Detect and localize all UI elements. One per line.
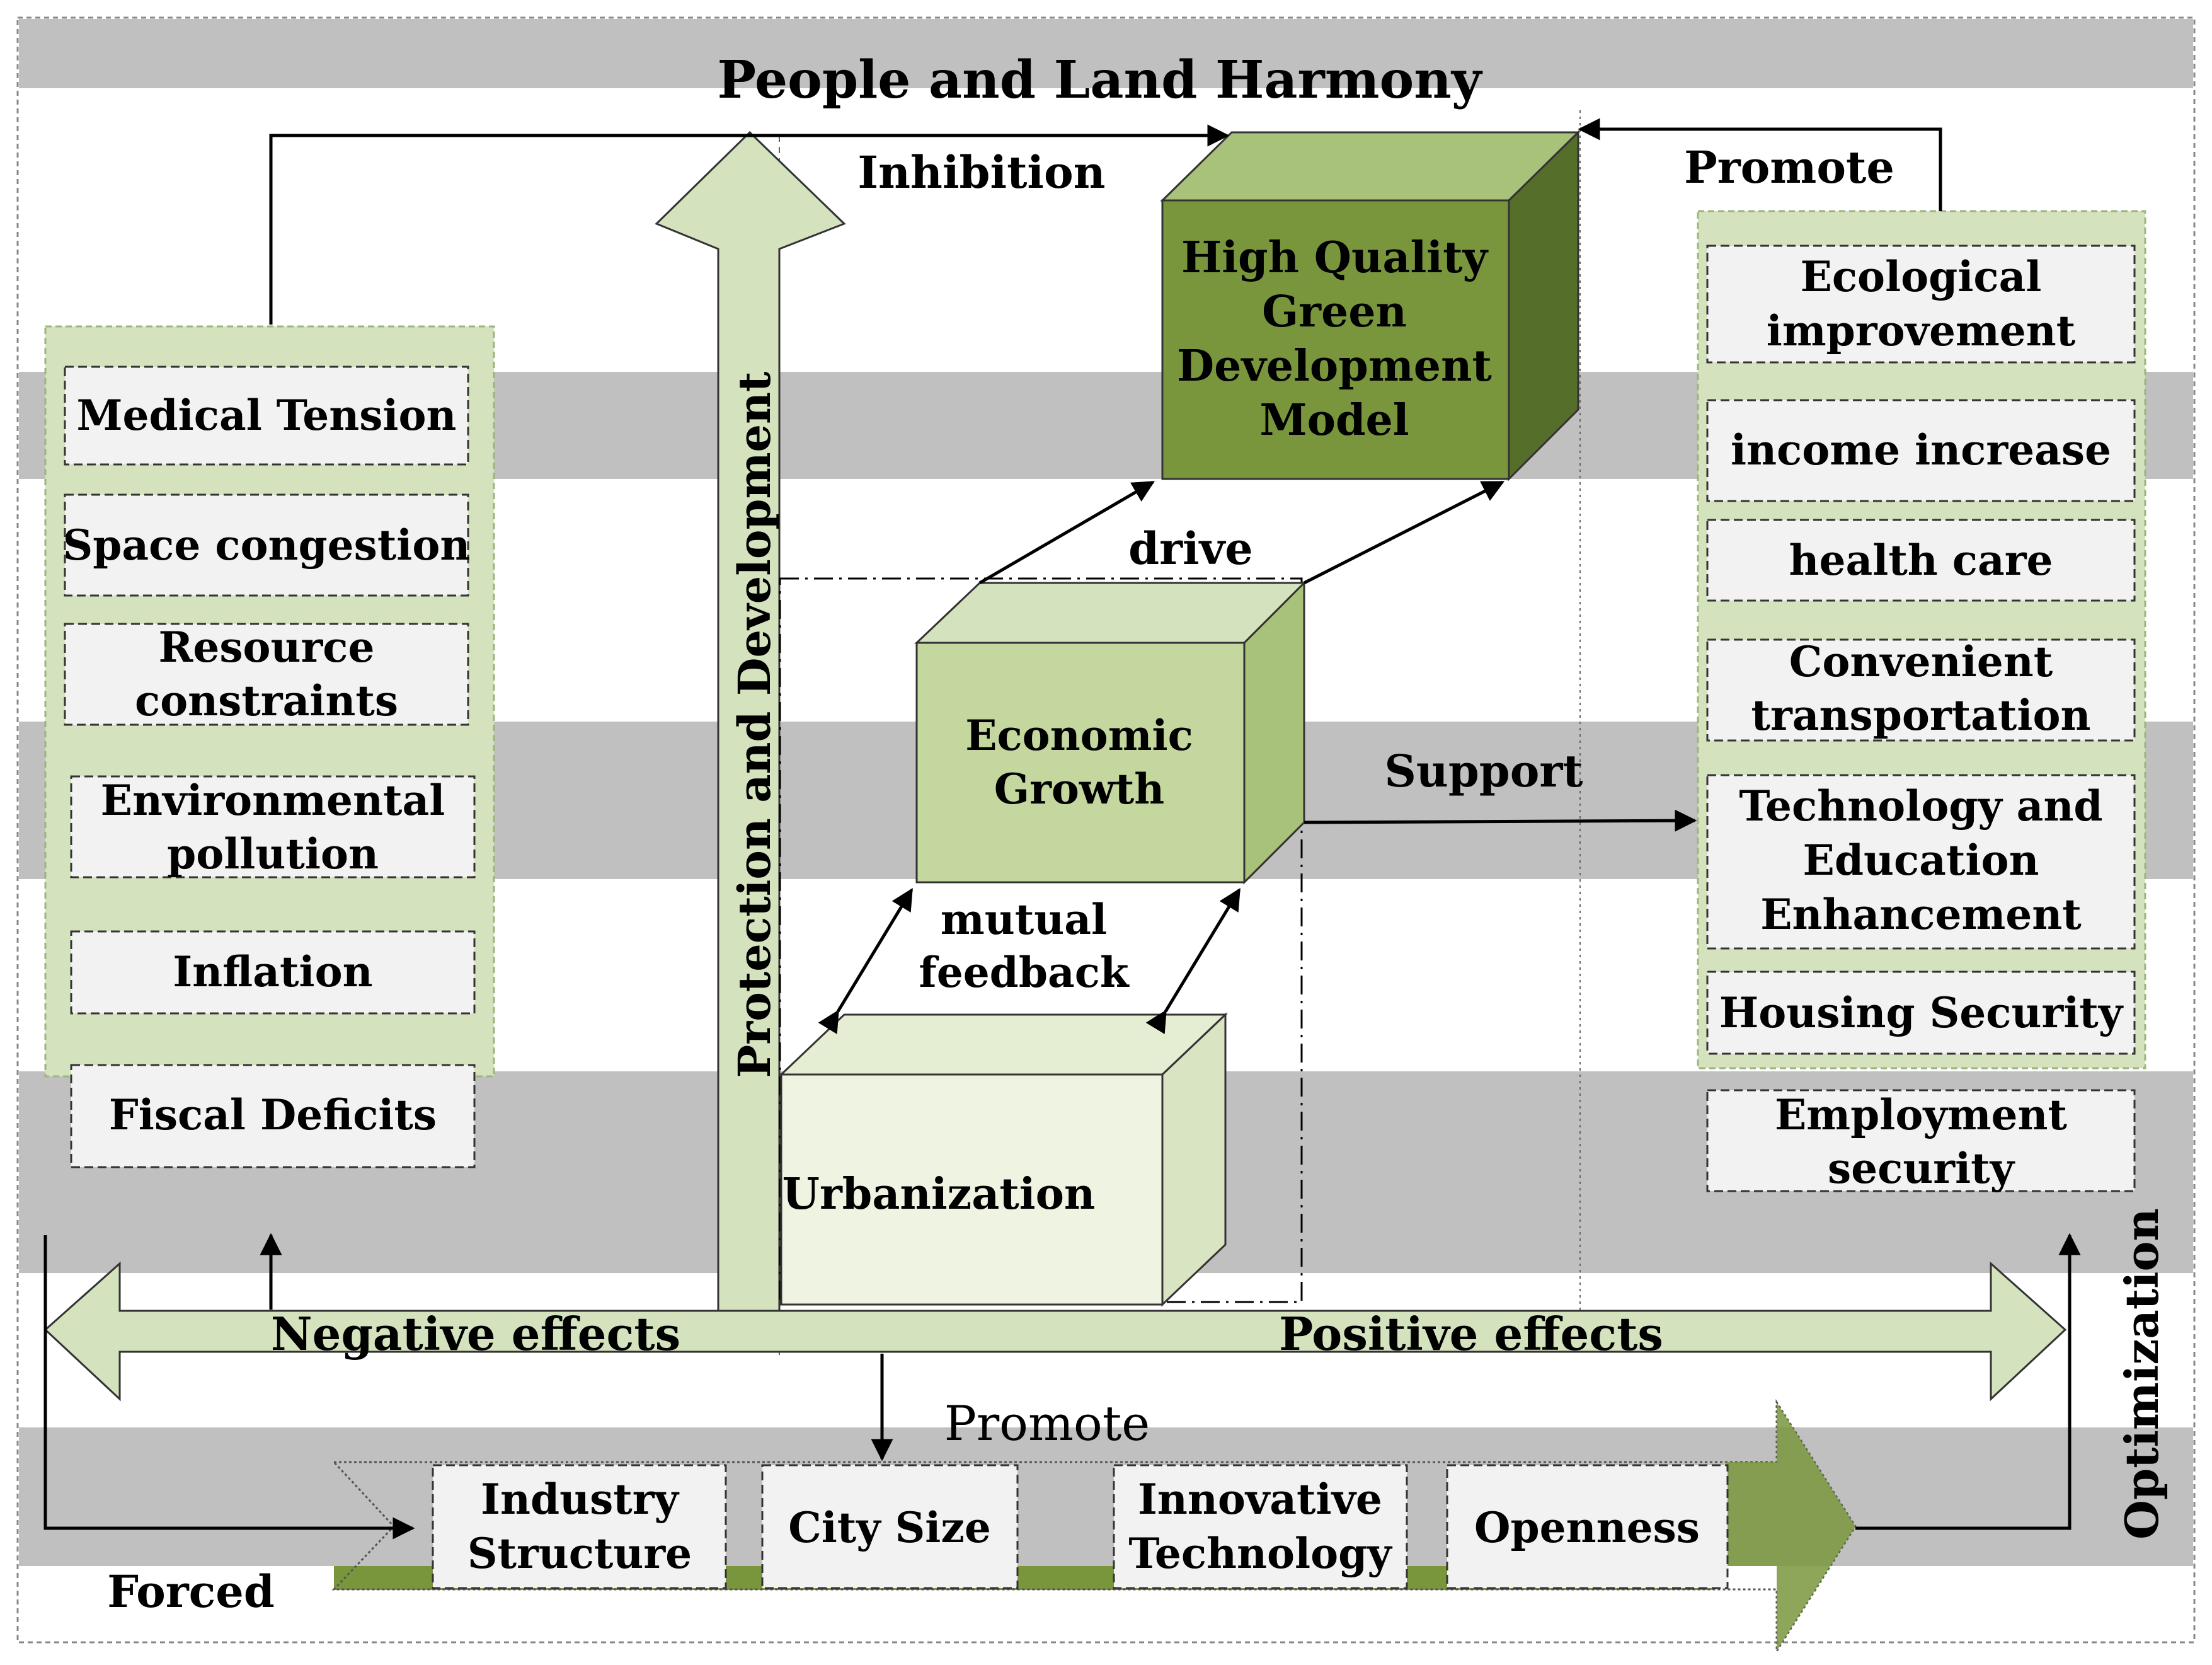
outer-frame xyxy=(16,16,2196,1644)
space-congestion-text: Space congestion xyxy=(63,521,471,570)
promote-top-label: Promote xyxy=(1684,141,1894,193)
high-quality-green-cube xyxy=(1160,130,1581,481)
tech-education-line1: Technology and xyxy=(1739,781,2102,831)
urbanization-cube xyxy=(779,1012,1228,1307)
forced-label: Forced xyxy=(107,1565,275,1618)
openness-text: Openness xyxy=(1474,1503,1700,1552)
income-increase-text: income increase xyxy=(1731,425,2111,475)
industry-structure-line1: Industry xyxy=(481,1475,679,1524)
hq-cube-line2: Green xyxy=(1262,287,1407,337)
employment-security-line1: Employment xyxy=(1775,1090,2068,1139)
ecological-improvement-line1: Ecological xyxy=(1801,252,2042,301)
positive-effects-label: Positive effects xyxy=(1279,1307,1663,1361)
negative-effect-boxes xyxy=(64,366,476,1168)
positive-effect-boxes xyxy=(1706,245,2136,1192)
economic-growth-line2: Growth xyxy=(994,764,1164,814)
promote-bottom-label: Promote xyxy=(944,1395,1150,1451)
hq-cube-line4: Model xyxy=(1259,395,1409,446)
environmental-pollution-line1: Environmental xyxy=(101,776,445,825)
drive-label: drive xyxy=(1128,522,1253,575)
connector-arrows xyxy=(43,118,2081,1540)
resource-constraints-line2: constraints xyxy=(135,676,398,725)
mutual-label: mutual xyxy=(941,895,1107,944)
convenient-transportation-line2: transportation xyxy=(1751,691,2091,740)
urbanization-label: Urbanization xyxy=(782,1169,1096,1219)
diagram-title: People and Land Harmony xyxy=(718,50,1483,110)
environmental-pollution-line2: pollution xyxy=(167,829,379,879)
optimization-label: Optimization xyxy=(2115,1208,2169,1540)
hq-cube-line3: Development xyxy=(1177,341,1492,391)
medical-tension-text: Medical Tension xyxy=(76,391,456,440)
housing-security-text: Housing Security xyxy=(1719,988,2124,1037)
convenient-transportation-line1: Convenient xyxy=(1789,637,2053,686)
economic-growth-line1: Economic xyxy=(965,711,1193,760)
industry-structure-line2: Structure xyxy=(467,1529,692,1578)
effects-double-arrow xyxy=(43,1261,2067,1402)
innovative-technology-line1: Innovative xyxy=(1138,1475,1382,1524)
factor-boxes xyxy=(432,1464,1729,1589)
negative-effects-label: Negative effects xyxy=(271,1307,680,1361)
resource-constraints-line1: Resource xyxy=(159,623,375,672)
tech-education-line3: Enhancement xyxy=(1760,890,2082,939)
health-care-text: health care xyxy=(1789,536,2053,585)
innovative-technology-line2: Technology xyxy=(1128,1529,1392,1578)
economic-growth-cube xyxy=(914,580,1307,885)
protection-development-label: Protection and Development xyxy=(728,372,781,1078)
fiscal-deficits-text: Fiscal Deficits xyxy=(109,1090,437,1139)
feedback-label: feedback xyxy=(919,948,1130,997)
employment-security-line2: security xyxy=(1828,1144,2015,1193)
inflation-text: Inflation xyxy=(173,947,372,996)
support-label: Support xyxy=(1384,745,1583,797)
inhibition-label: Inhibition xyxy=(857,146,1105,199)
tech-education-line2: Education xyxy=(1803,836,2039,885)
hq-cube-line1: High Quality xyxy=(1181,233,1489,283)
ecological-improvement-line2: improvement xyxy=(1767,306,2076,355)
city-size-text: City Size xyxy=(788,1503,991,1552)
